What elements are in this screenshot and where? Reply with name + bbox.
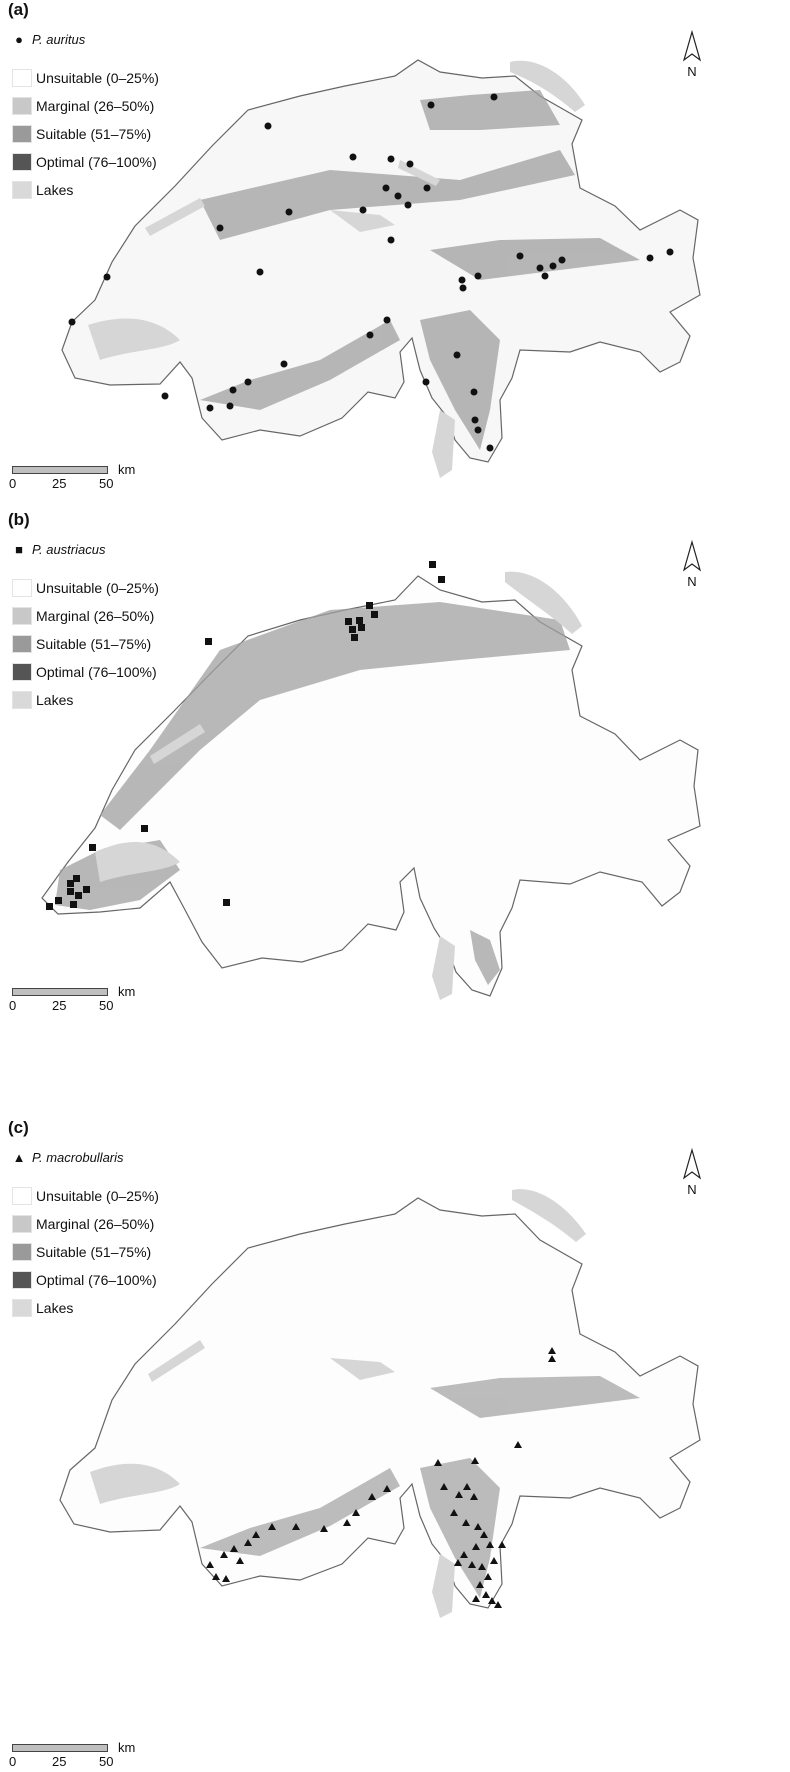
legend-item: Unsuitable (0–25%) xyxy=(12,64,159,92)
panel-label: (c) xyxy=(8,1118,29,1137)
map-panel-c: (c) ▲ P. macrobullaris Unsuitable (0–25%… xyxy=(0,1118,790,1769)
scale-bar: km 0 25 50 xyxy=(9,462,136,491)
scale-bar: km 0 25 50 xyxy=(9,984,136,1013)
legend-item: Suitable (51–75%) xyxy=(12,630,159,658)
lake-geneva xyxy=(88,318,180,360)
legend-item: Lakes xyxy=(12,686,159,714)
lake-geneva xyxy=(95,842,180,882)
lakes xyxy=(95,571,582,1000)
lake-lucerne xyxy=(330,1358,395,1380)
map-c xyxy=(59,1189,701,1618)
square-icon: ■ xyxy=(15,542,23,557)
scale-unit: km xyxy=(118,1740,136,1755)
lake-constance xyxy=(510,60,585,112)
legend-item: Marginal (26–50%) xyxy=(12,92,159,120)
lake-neuchatel xyxy=(150,724,205,764)
occurrence-points xyxy=(206,1347,556,1608)
country-outline xyxy=(59,1197,701,1609)
legend-item: Marginal (26–50%) xyxy=(12,1210,159,1238)
north-arrow-icon: N xyxy=(682,540,702,589)
species-name: P. austriacus xyxy=(32,542,106,557)
scale-bar: km 0 25 50 xyxy=(9,1740,136,1769)
legend-item: Suitable (51–75%) xyxy=(12,120,159,148)
lake-constance xyxy=(512,1189,586,1242)
legend-item: Unsuitable (0–25%) xyxy=(12,574,159,602)
occurrence-points xyxy=(68,93,674,452)
species-legend: ● P. auritus xyxy=(12,32,85,47)
legend-item: Unsuitable (0–25%) xyxy=(12,1182,159,1210)
legend-item: Optimal (76–100%) xyxy=(12,1266,159,1294)
map-panel-a: (a) ● P. auritus Unsuitable (0–25%) Marg… xyxy=(0,0,790,589)
legend-item: Suitable (51–75%) xyxy=(12,1238,159,1266)
lake-neuchatel xyxy=(145,198,205,236)
triangle-icon: ▲ xyxy=(12,1150,26,1165)
legend: Unsuitable (0–25%) Marginal (26–50%) Sui… xyxy=(12,1182,159,1322)
lakes xyxy=(90,1189,586,1618)
svg-text:N: N xyxy=(687,574,696,589)
north-arrow-icon: N xyxy=(682,30,702,79)
species-name: P. auritus xyxy=(32,32,86,47)
legend-item: Marginal (26–50%) xyxy=(12,602,159,630)
lake-maggiore xyxy=(432,410,455,478)
habitat-suitable xyxy=(200,1376,640,1598)
panel-label: (b) xyxy=(8,510,30,529)
lake-lucerne xyxy=(330,210,395,232)
species-name: P. macrobullaris xyxy=(32,1150,124,1165)
occurrence-points xyxy=(46,561,445,910)
north-arrow-icon: N xyxy=(682,1148,702,1197)
lakes xyxy=(88,60,585,478)
habitat-suitable xyxy=(200,90,640,450)
species-legend: ■ P. austriacus xyxy=(12,542,105,557)
lake-maggiore xyxy=(432,936,455,1000)
legend-item: Optimal (76–100%) xyxy=(12,148,159,176)
legend-item: Optimal (76–100%) xyxy=(12,658,159,686)
lake-geneva xyxy=(90,1463,180,1504)
legend-item: Lakes xyxy=(12,1294,159,1322)
legend: Unsuitable (0–25%) Marginal (26–50%) Sui… xyxy=(12,574,159,714)
map-a xyxy=(61,59,701,478)
scale-unit: km xyxy=(118,984,136,999)
map-b xyxy=(41,561,701,1000)
map-panel-b: (b) ■ P. austriacus Unsuitable (0–25%) M… xyxy=(0,510,790,1099)
lake-neuchatel xyxy=(148,1340,205,1382)
svg-text:N: N xyxy=(687,64,696,79)
scale-unit: km xyxy=(118,462,136,477)
species-legend: ▲ P. macrobullaris xyxy=(12,1150,124,1165)
lake-constance xyxy=(505,571,582,634)
lake-maggiore xyxy=(432,1554,455,1618)
circle-icon: ● xyxy=(15,32,23,47)
legend-item: Lakes xyxy=(12,176,159,204)
svg-text:N: N xyxy=(687,1182,696,1197)
legend: Unsuitable (0–25%) Marginal (26–50%) Sui… xyxy=(12,64,159,204)
panel-label: (a) xyxy=(8,0,29,19)
